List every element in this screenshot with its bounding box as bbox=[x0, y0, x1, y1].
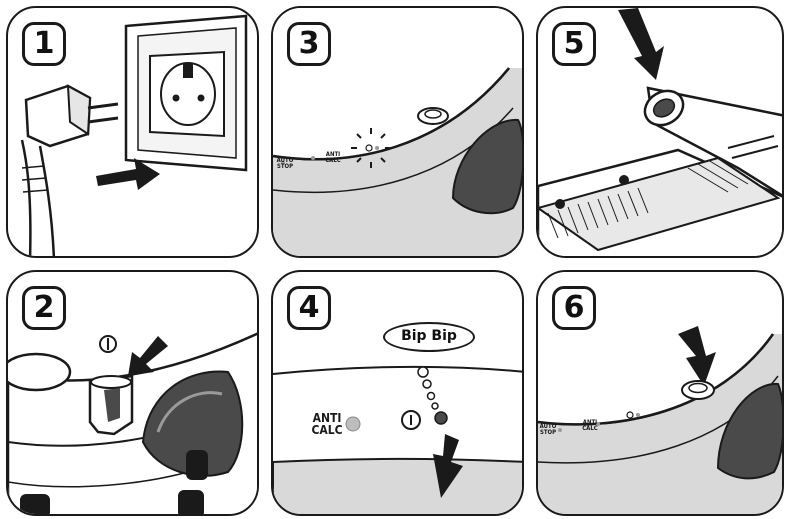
step-number-4: 4 bbox=[287, 286, 331, 330]
auto-stop-label: AUTO STOP bbox=[538, 424, 558, 436]
panel-step-4: 4 Bip Bip ANTI CALC bbox=[271, 270, 524, 516]
step-number-5: 5 bbox=[552, 22, 596, 66]
anti-calc-label: ANTI CALC bbox=[307, 412, 347, 436]
step-number-1: 1 bbox=[22, 22, 66, 66]
bip-bip-bubble: Bip Bip bbox=[383, 322, 475, 352]
step-number-2: 2 bbox=[22, 286, 66, 330]
panel-step-1: 1 bbox=[6, 6, 259, 258]
power-icon bbox=[401, 410, 421, 430]
anti-calc-label: ANTI CALC bbox=[580, 420, 600, 432]
panel-step-2: 2 bbox=[6, 270, 259, 516]
step-number-6: 6 bbox=[552, 286, 596, 330]
panel-step-6: 6 AUTO STOP ANTI CALC bbox=[536, 270, 784, 516]
panel-step-3: 3 AUTO STOP ANTI CALC bbox=[271, 6, 524, 258]
anti-calc-label: ANTI CALC bbox=[323, 152, 343, 164]
panel-step-5: 5 bbox=[536, 6, 784, 258]
step-number-3: 3 bbox=[287, 22, 331, 66]
auto-stop-label: AUTO STOP bbox=[275, 158, 295, 170]
